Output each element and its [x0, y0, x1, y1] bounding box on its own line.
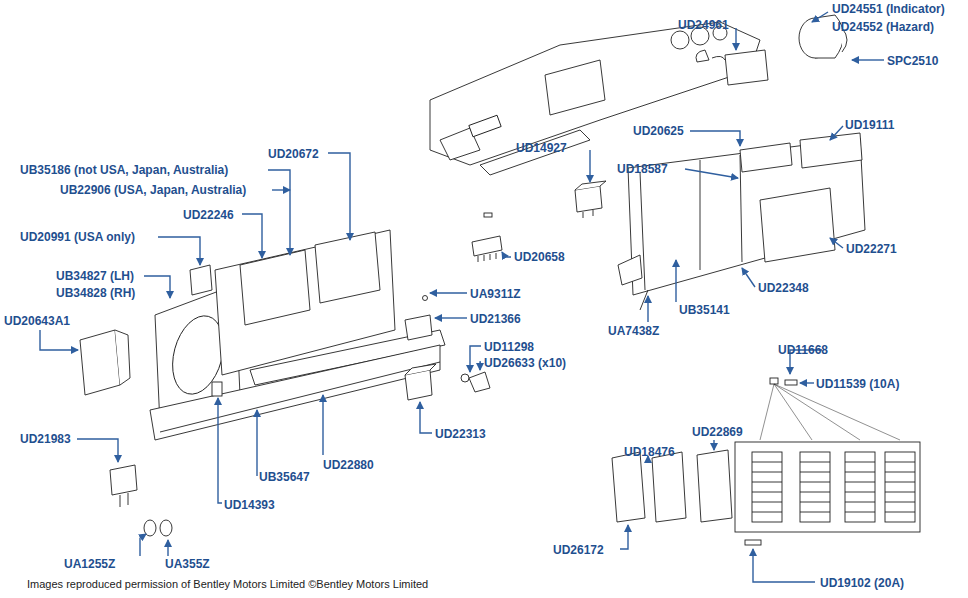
- part-number: UB34828 (RH): [56, 286, 135, 300]
- part-number: UD11668: [778, 343, 828, 357]
- part-number: UD22246: [183, 208, 234, 222]
- part-number: UD22880: [323, 458, 374, 472]
- part-number: UD24961: [678, 18, 729, 32]
- part-number: UD18587: [617, 162, 668, 176]
- part-number: UD20991 (USA only): [20, 230, 135, 244]
- part-number: UD22313: [435, 427, 486, 441]
- part-number: UD26172: [553, 543, 604, 557]
- part-number: UD22869: [692, 425, 743, 439]
- part-number: UD24551 (Indicator): [832, 2, 945, 16]
- part-number: UD14927: [516, 141, 567, 155]
- part-number: UD19102 (20A): [820, 576, 904, 590]
- part-number: UD19111: [845, 118, 894, 132]
- part-number: UD24552 (Hazard): [832, 20, 934, 34]
- part-number: UD22348: [758, 281, 809, 295]
- part-number: UD20625: [633, 124, 684, 138]
- part-number: UA355Z: [165, 557, 210, 571]
- part-number: UD11298: [484, 340, 534, 354]
- part-number: UA9311Z: [470, 287, 521, 301]
- part-number: UB22906 (USA, Japan, Australia): [60, 183, 246, 197]
- part-number: UD18476: [624, 445, 675, 459]
- part-number: UD20658: [514, 250, 565, 264]
- part-number: UD21983: [20, 432, 71, 446]
- part-number: UD20672: [268, 147, 319, 161]
- part-number: UD11539 (10A): [816, 377, 899, 391]
- part-number: SPC2510: [887, 54, 938, 68]
- part-number: UB34827 (LH): [56, 269, 134, 283]
- part-number: UB35186 (not USA, Japan, Australia): [20, 163, 228, 177]
- part-number: UD20643A1: [4, 314, 70, 328]
- part-number: UD26633 (x10): [484, 356, 566, 370]
- part-number: UA1255Z: [64, 557, 115, 571]
- part-number: UD14393: [224, 498, 275, 512]
- image-credit: Images reproduced permission of Bentley …: [27, 578, 428, 591]
- part-number: UD21366: [470, 312, 521, 326]
- part-number: UD22271: [846, 242, 897, 256]
- part-number: UB35647: [259, 470, 310, 484]
- part-number: UA7438Z: [608, 324, 659, 338]
- part-number: UB35141: [679, 303, 730, 317]
